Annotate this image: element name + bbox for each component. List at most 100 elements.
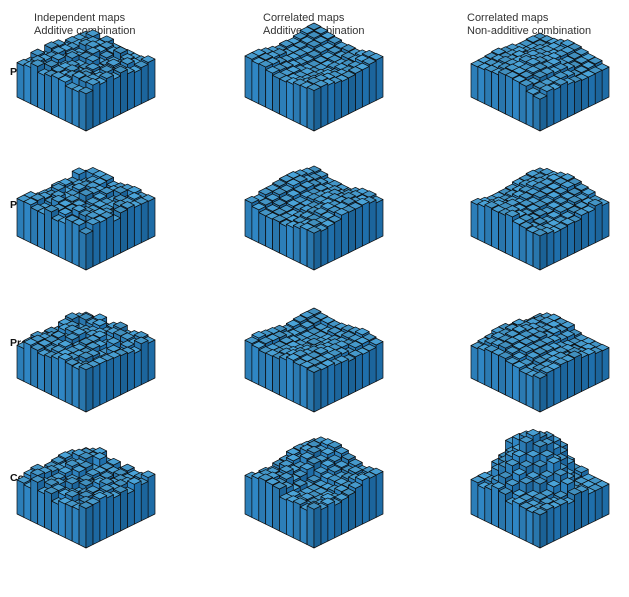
block-right-face <box>71 349 80 392</box>
block-top-face <box>525 42 541 51</box>
block-top-face <box>546 501 562 509</box>
block-left-face <box>251 206 260 244</box>
block-left-face <box>127 61 135 101</box>
block-left-face <box>512 63 520 108</box>
block-right-face <box>532 90 541 128</box>
block-left-face <box>113 49 121 88</box>
block-left-face <box>546 176 555 223</box>
block-left-face <box>532 434 541 508</box>
block-right-face <box>292 48 301 88</box>
row-label-property-3: Property 3 <box>10 337 62 349</box>
block-top-face <box>505 183 520 192</box>
block-right-face <box>560 456 568 511</box>
block-left-face <box>113 197 121 240</box>
block-right-face <box>113 75 121 118</box>
block-left-face <box>505 57 513 98</box>
block-left-face <box>560 72 568 111</box>
block-left-face <box>320 72 329 111</box>
block-right-face <box>594 69 603 105</box>
block-right-face <box>553 365 562 406</box>
block-top-face <box>251 471 267 480</box>
block-top-face <box>92 330 108 339</box>
block-left-face <box>313 59 322 94</box>
block-top-face <box>265 193 280 202</box>
block-right-face <box>58 217 66 257</box>
block-left-face <box>348 469 356 515</box>
block-top-face <box>251 48 267 57</box>
block-top-face <box>518 63 534 71</box>
block-top-face <box>299 360 315 369</box>
block-top-face <box>120 49 135 57</box>
block-top-face <box>539 438 555 446</box>
block-top-face <box>85 209 101 217</box>
block-top-face <box>106 344 121 353</box>
block-top-face <box>525 369 541 378</box>
block-top-face <box>334 446 349 455</box>
block-left-face <box>341 68 349 108</box>
block-right-face <box>518 193 527 233</box>
block-left-face <box>120 204 128 250</box>
block-right-face <box>313 63 322 98</box>
block-right-face <box>567 80 575 118</box>
block-top-face <box>272 468 287 476</box>
block-right-face <box>512 462 520 522</box>
block-left-face <box>553 180 562 227</box>
block-top-face <box>560 217 575 226</box>
block-left-face <box>484 336 493 375</box>
block-left-face <box>539 434 548 505</box>
block-right-face <box>567 184 575 230</box>
block-left-face <box>512 49 520 88</box>
block-top-face <box>525 499 541 507</box>
block-right-face <box>286 333 294 372</box>
block-left-face <box>320 496 329 535</box>
block-top-face <box>120 476 135 485</box>
block-top-face <box>92 447 108 455</box>
block-left-face <box>306 354 315 399</box>
block-top-face <box>313 79 329 88</box>
block-top-face <box>58 348 73 357</box>
block-left-face <box>491 351 499 392</box>
block-top-face <box>299 492 315 501</box>
block-top-face <box>532 167 548 175</box>
block-top-face <box>258 47 273 55</box>
block-right-face <box>127 56 135 98</box>
block-left-face <box>327 58 336 94</box>
block-right-face <box>99 195 108 237</box>
block-top-face <box>567 195 582 204</box>
block-left-face <box>127 473 135 511</box>
block-top-face <box>498 341 513 349</box>
block-right-face <box>539 95 548 132</box>
block-top-face <box>265 51 280 59</box>
block-left-face <box>64 63 73 105</box>
block-left-face <box>71 201 80 240</box>
block-right-face <box>85 494 94 535</box>
block-left-face <box>518 348 527 392</box>
block-top-face <box>320 341 336 350</box>
block-left-face <box>348 58 356 98</box>
block-left-face <box>320 462 329 508</box>
block-left-face <box>64 67 73 111</box>
block-left-face <box>272 51 280 94</box>
block-top-face <box>92 477 108 485</box>
block-right-face <box>525 463 534 522</box>
block-right-face <box>375 56 384 101</box>
block-right-face <box>133 56 142 94</box>
block-top-face <box>512 325 527 333</box>
block-left-face <box>286 48 294 88</box>
block-top-face <box>258 466 273 475</box>
block-left-face <box>92 493 101 528</box>
block-right-face <box>341 358 349 399</box>
block-right-face <box>306 340 315 375</box>
block-left-face <box>341 342 349 382</box>
block-top-face <box>532 200 548 208</box>
block-right-face <box>279 191 287 233</box>
block-top-face <box>560 211 575 219</box>
block-top-face <box>140 470 156 478</box>
block-left-face <box>299 226 308 267</box>
block-left-face <box>320 70 329 105</box>
block-right-face <box>546 339 555 382</box>
block-left-face <box>286 493 294 532</box>
block-left-face <box>505 192 513 230</box>
block-top-face <box>525 363 541 371</box>
block-top-face <box>92 184 108 193</box>
